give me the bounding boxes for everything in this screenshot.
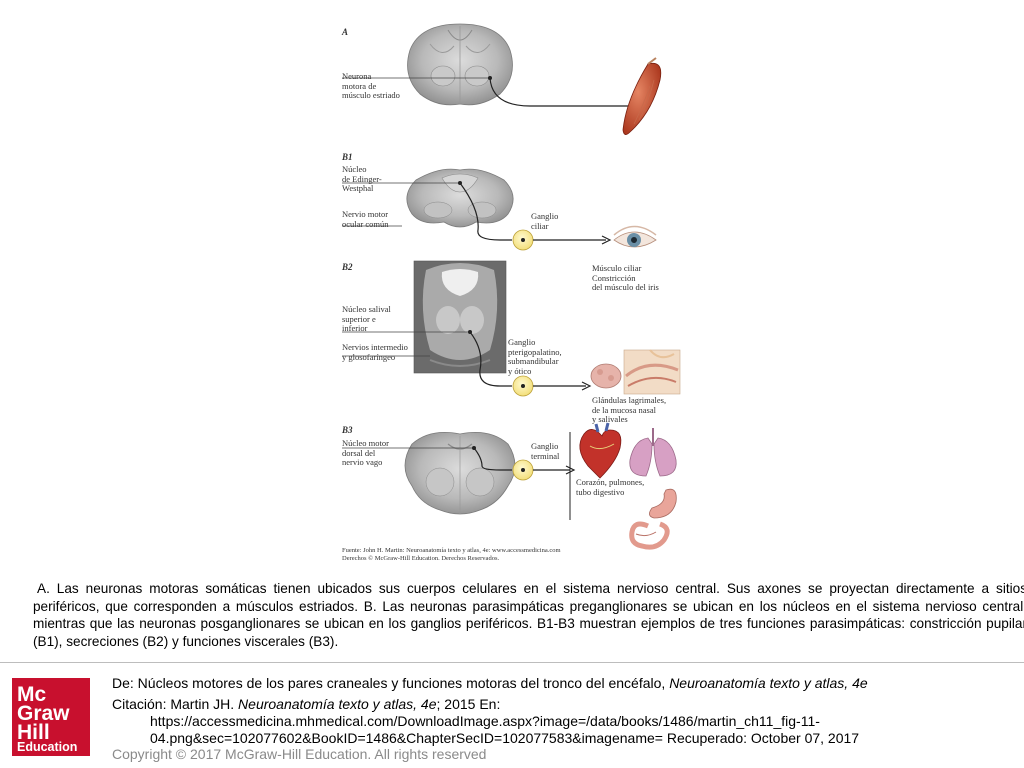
logo-line-2: Graw xyxy=(17,702,70,725)
logo-line-1: Mc xyxy=(17,683,47,706)
label-oculomotor-nerve: Nervio motor ocular común xyxy=(342,209,389,229)
label-salivatory-nucleus: Núcleo salival superior e inferior xyxy=(342,304,391,333)
section-a-label: A xyxy=(342,27,349,37)
section-b2-label: B2 xyxy=(342,262,353,272)
digestive-tract-illustration xyxy=(629,488,677,550)
eye-illustration xyxy=(613,225,657,248)
label-visceral-targets: Corazón, pulmones, tubo digestivo xyxy=(576,477,645,497)
section-b3-label: B3 xyxy=(342,425,353,435)
citation-suffix: ; 2015 En: xyxy=(436,696,501,712)
label-gland-targets: Glándulas lagrimales, de la mucosa nasal… xyxy=(592,395,667,424)
source-from-prefix: De: Núcleos motores de los pares craneal… xyxy=(112,675,670,691)
source-from-line: De: Núcleos motores de los pares craneal… xyxy=(112,675,868,691)
figure-illustration xyxy=(342,23,681,550)
source-from-book-title: Neuroanatomía texto y atlas, 4e xyxy=(669,675,868,691)
heart-illustration xyxy=(579,422,622,479)
label-ciliary-target: Músculo ciliar Constricción del músculo … xyxy=(592,263,659,292)
label-ciliary-ganglion: Ganglio ciliar xyxy=(531,211,559,231)
brainstem-section-a xyxy=(407,23,513,106)
section-b1-label: B1 xyxy=(342,152,353,162)
figure: A B1 B2 B3 Neurona motora de músculo est… xyxy=(330,20,700,565)
footer-divider xyxy=(0,662,1024,663)
copyright-notice: Copyright © 2017 McGraw-Hill Education. … xyxy=(112,746,487,762)
label-edinger-westphal: Núcleo de Edinger- Westphal xyxy=(342,164,382,193)
label-terminal-ganglion: Ganglio terminal xyxy=(531,441,560,461)
citation-line: Citación: Martin JH. Neuroanatomía texto… xyxy=(112,696,500,712)
citation-url-line-2[interactable]: 04.png&sec=102077602&BookID=1486&Chapter… xyxy=(150,730,860,746)
gland-illustration xyxy=(590,349,681,395)
striated-muscle-illustration xyxy=(622,57,662,135)
logo-line-4: Education xyxy=(17,740,78,754)
citation-url-line-1[interactable]: https://accessmedicina.mhmedical.com/Dow… xyxy=(150,713,820,729)
figure-source-line-1: Fuente: John H. Martin: Neuroanatomía te… xyxy=(342,547,561,554)
citation-book-title: Neuroanatomía texto y atlas, 4e xyxy=(238,696,437,712)
label-intermediate-glossopharyngeal: Nervios intermedio y glosofaríngeo xyxy=(342,342,408,362)
brainstem-section-b2 xyxy=(413,260,507,374)
figure-caption: A. Las neuronas motoras somáticas tienen… xyxy=(33,580,1024,650)
label-vagus-nucleus: Núcleo motor dorsal del nervio vago xyxy=(342,438,389,467)
mcgraw-hill-education-logo: Mc Graw Hill Education xyxy=(12,678,90,756)
citation-prefix: Citación: Martin JH. xyxy=(112,696,239,712)
label-pterygopalatine-ganglion: Ganglio pterigopalatino, submandibular y… xyxy=(508,337,562,376)
logo-line-3: Hill xyxy=(17,721,50,744)
figure-source-line-2: Derechos © McGraw-Hill Education. Derech… xyxy=(342,555,500,562)
lungs-illustration xyxy=(629,428,677,477)
figure-caption-text: A. Las neuronas motoras somáticas tienen… xyxy=(33,581,1024,649)
label-somatic-motor-neuron: Neurona motora de músculo estriado xyxy=(342,71,400,100)
brainstem-section-b3 xyxy=(404,431,516,515)
brainstem-section-b1 xyxy=(406,168,514,228)
